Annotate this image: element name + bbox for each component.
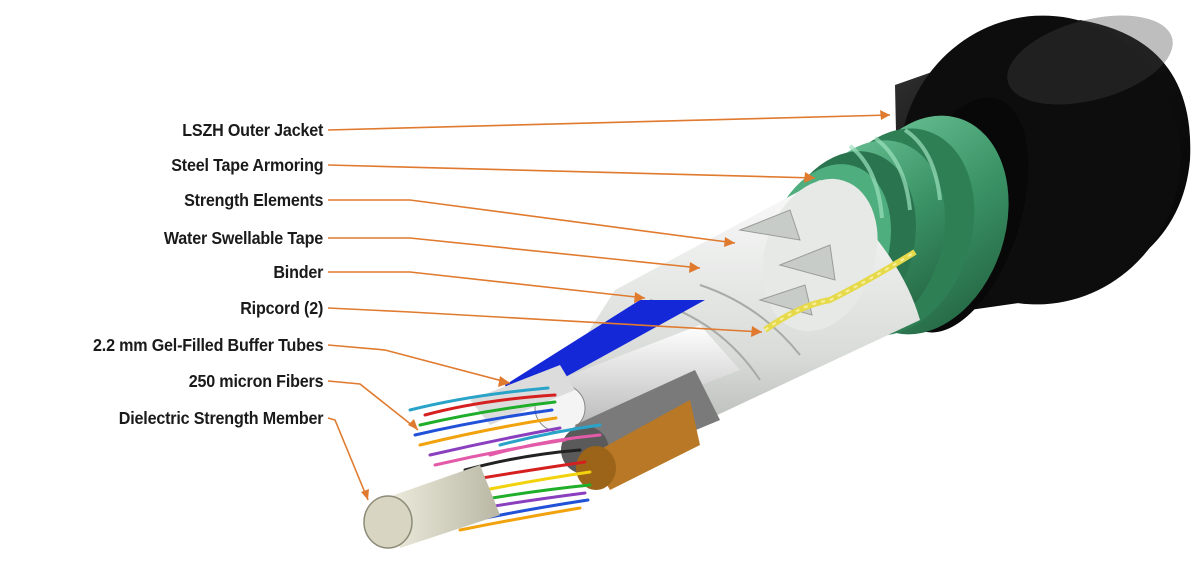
arrowhead-outer-jacket [880, 110, 890, 120]
arrowhead-fibers [408, 419, 418, 430]
leader-strength-elements [328, 199, 736, 244]
label-outer-jacket: LSZH Outer Jacket [182, 120, 323, 140]
label-dielectric-strength-member: Dielectric Strength Member [118, 408, 323, 428]
buffer-tubes-shape [470, 325, 740, 490]
ripcord-shape [763, 249, 917, 333]
arrowhead-water-tape [689, 262, 700, 273]
strength-member-shape [363, 465, 500, 549]
leader-arrowheads [361, 110, 890, 500]
arrowhead-strength-member [361, 489, 369, 500]
leader-strength-member [327, 417, 369, 501]
leader-ripcord [327, 307, 763, 333]
arrowhead-strength-elements [724, 237, 735, 247]
arrowhead-steel-tape [804, 172, 815, 183]
leader-steel-tape [327, 164, 816, 179]
label-ripcord: Ripcord (2) [240, 298, 323, 318]
label-fibers: 250 micron Fibers [188, 371, 323, 391]
arrowhead-binder [634, 292, 645, 303]
leader-water-tape [328, 237, 701, 269]
leader-buffer-tubes [327, 344, 511, 384]
arrowhead-buffer-tubes [498, 376, 510, 387]
label-binder: Binder [273, 262, 323, 282]
label-strength-elements: Strength Elements [183, 190, 323, 210]
leader-fibers [327, 380, 419, 431]
label-water-swellable-tape: Water Swellable Tape [163, 228, 323, 248]
arrowhead-ripcord [751, 326, 762, 337]
leader-lines [327, 114, 891, 501]
label-steel-tape-armoring: Steel Tape Armoring [170, 155, 323, 175]
leader-outer-jacket [327, 114, 891, 131]
leader-binder [328, 271, 646, 299]
label-buffer-tubes: 2.2 mm Gel-Filled Buffer Tubes [92, 335, 324, 355]
